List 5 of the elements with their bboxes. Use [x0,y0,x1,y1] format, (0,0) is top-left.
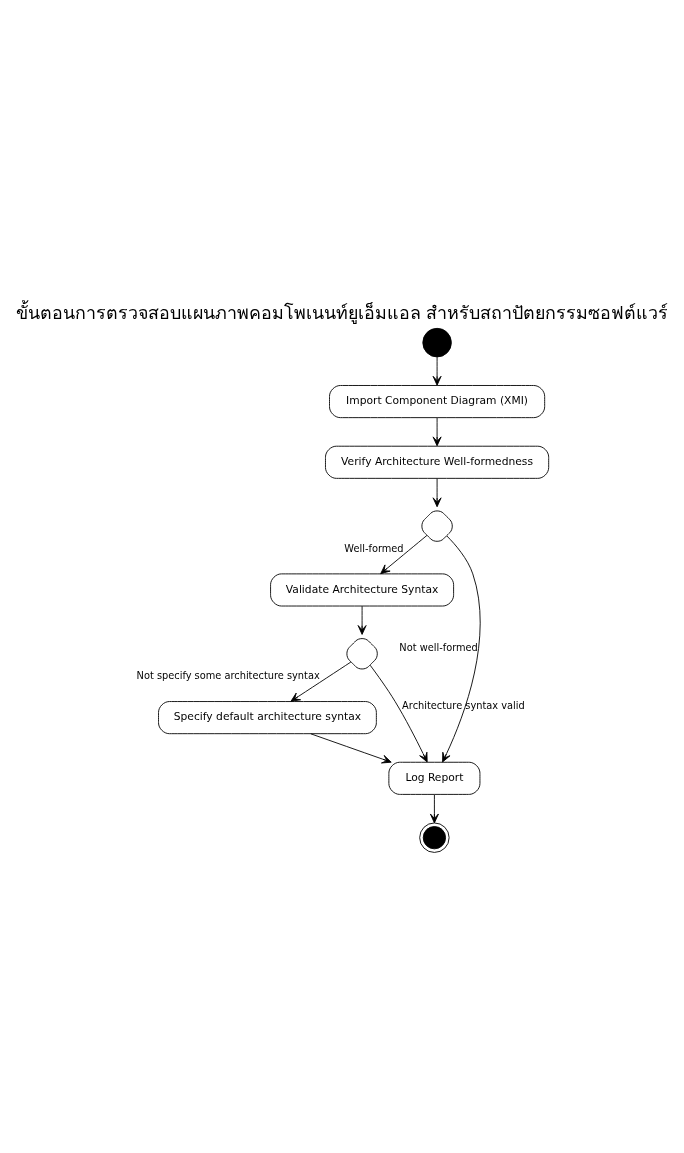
edge-label: Not specify some architecture syntax [136,669,320,681]
edge-label: Not well-formed [399,641,478,653]
diagram-title: ขั้นตอนการตรวจสอบแผนภาพคอมโพเนนท์ยูเอ็มแอล สำหรับสถาปัตยกรรมซอฟต์แวร์ [15,301,669,323]
edge-label: Architecture syntax valid [402,699,525,711]
edge-label: Well-formed [344,542,404,554]
